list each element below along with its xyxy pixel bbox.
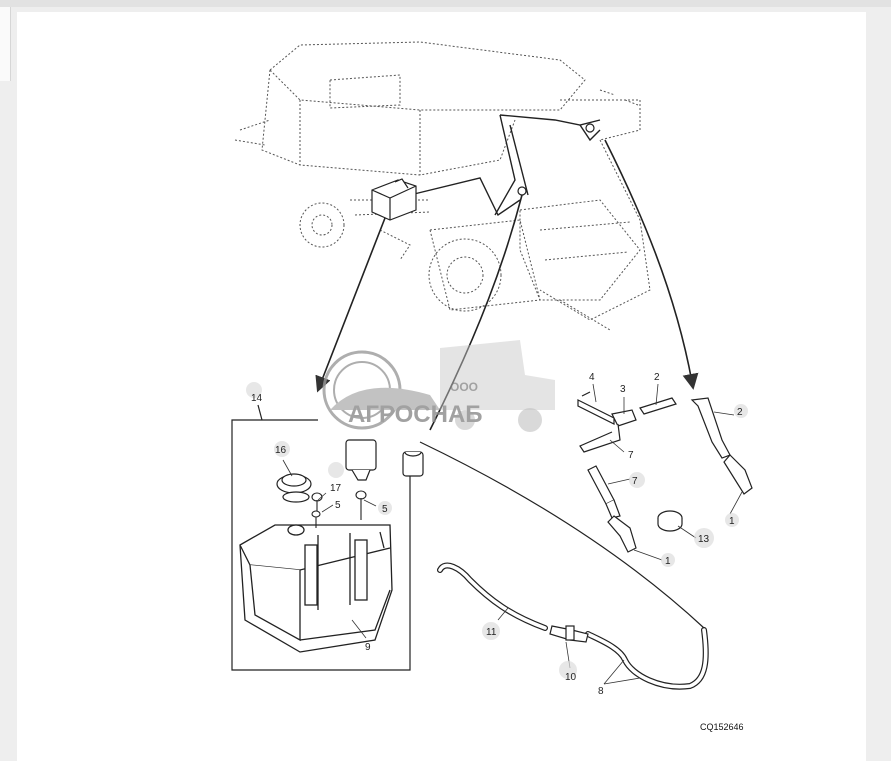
callout-13: 13 (698, 534, 710, 545)
watermark-line1: ООО (450, 380, 478, 394)
long-hoses-inner (438, 563, 708, 689)
parts-diagram-svg: ООО АГРОСНАБ (231, 41, 753, 732)
watermark: ООО АГРОСНАБ (322, 340, 555, 432)
callout-leaders (282, 383, 743, 685)
callout-16: 16 (275, 445, 287, 456)
nozzle-markers (517, 123, 595, 196)
diagram-canvas: ООО АГРОСНАБ (17, 12, 866, 761)
callout-17: 17 (330, 483, 342, 494)
nozzle-hose-kit (577, 391, 753, 553)
top-bar (0, 0, 891, 7)
callout-5b: 5 (382, 504, 388, 515)
hose-connector-10 (549, 625, 589, 643)
filler-cap (276, 473, 312, 503)
side-panel (0, 7, 11, 81)
leader-arrows (315, 139, 699, 431)
callout-3: 3 (620, 384, 626, 395)
callout-numbers: 14 16 17 5 5 9 4 3 2 2 7 7 13 1 1 11 10 … (246, 372, 748, 697)
watermark-line2: АГРОСНАБ (348, 401, 483, 428)
thin-hose (419, 441, 705, 629)
callout-7a: 7 (628, 450, 634, 461)
reservoir-tank (239, 524, 393, 653)
callout-2b: 2 (737, 407, 743, 418)
reservoir-mounted (371, 178, 417, 221)
washer-pump (345, 439, 424, 481)
callout-14: 14 (251, 393, 263, 404)
callout-1a: 1 (729, 516, 735, 527)
callout-9: 9 (365, 642, 371, 653)
callout-4: 4 (589, 372, 595, 383)
callout-8: 8 (598, 686, 604, 697)
callout-11: 11 (486, 627, 497, 638)
reservoir-assembly-box (231, 404, 411, 671)
bracket-and-wiring (409, 114, 601, 217)
callout-7b: 7 (632, 476, 638, 487)
callout-10: 10 (565, 672, 577, 683)
combine-harvester-outline (234, 41, 651, 331)
callout-2a: 2 (654, 372, 660, 383)
callout-5a: 5 (335, 500, 341, 511)
callout-1b: 1 (665, 556, 671, 567)
figure-code: CQ152646 (700, 722, 744, 732)
